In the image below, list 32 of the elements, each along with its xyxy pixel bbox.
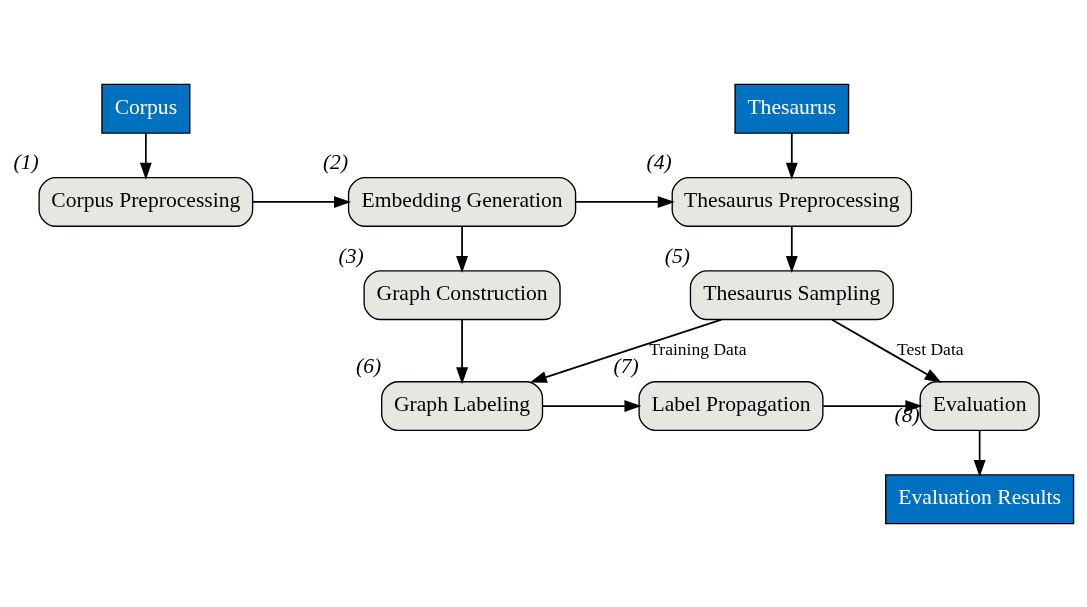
edge-label: Test Data (897, 338, 964, 359)
arrow (575, 195, 675, 208)
arrow (831, 318, 942, 383)
node-box: Thesaurus Sampling (689, 269, 894, 320)
node-label: (5) (664, 243, 690, 268)
node-label: (6) (356, 353, 382, 378)
arrow (542, 399, 642, 412)
node-box: Label Propagation (638, 380, 824, 431)
node-label: (3) (338, 243, 364, 268)
node-box: Evaluation Results (885, 473, 1075, 524)
node-box: Graph Labeling (381, 380, 544, 431)
edge-label: Training Data (649, 338, 747, 359)
node-label: (7) (613, 353, 639, 378)
node-box: Corpus (101, 83, 191, 134)
arrow (822, 399, 923, 412)
arrow (139, 132, 152, 180)
node-box: Graph Construction (363, 269, 561, 320)
arrow (529, 318, 723, 383)
node-box: Corpus Preprocessing (38, 176, 254, 227)
arrow (456, 225, 469, 273)
arrow (251, 195, 352, 208)
node-box: Thesaurus Preprocessing (671, 176, 913, 227)
arrow (785, 132, 798, 180)
node-label: (4) (646, 149, 672, 174)
node-label: (1) (13, 149, 39, 174)
node-box: Evaluation (919, 380, 1040, 431)
arrow (973, 429, 986, 477)
node-box: Thesaurus (734, 83, 850, 134)
node-label: (2) (322, 149, 349, 174)
node-box: Embedding Generation (347, 176, 577, 227)
arrow (785, 225, 798, 273)
arrow (456, 318, 469, 384)
